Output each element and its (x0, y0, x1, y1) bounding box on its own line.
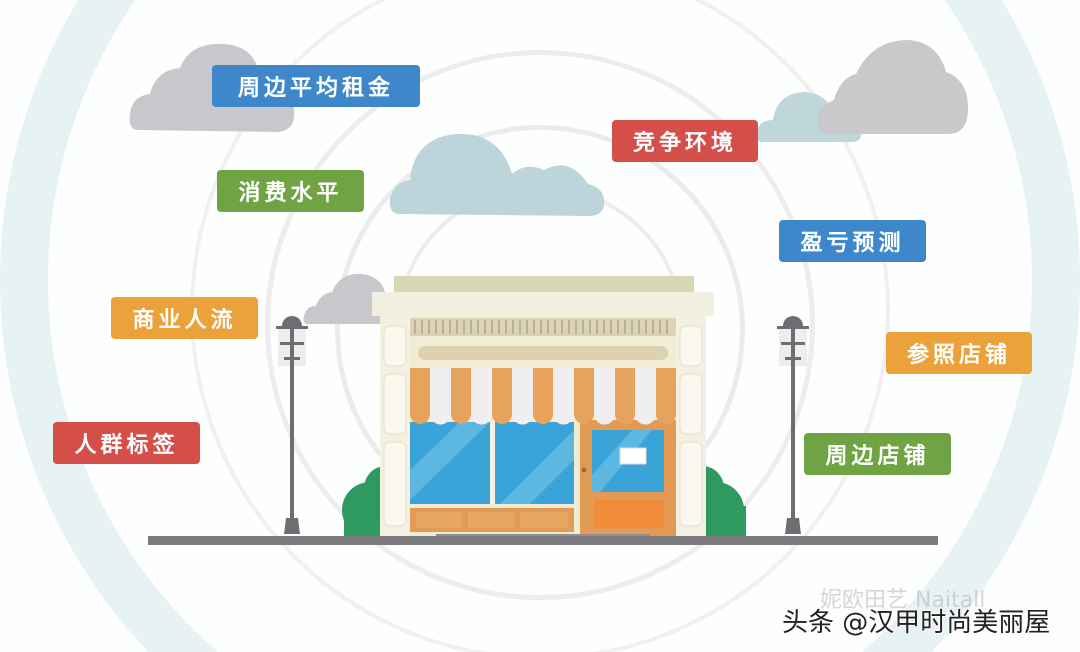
street-lamp-icon (276, 316, 308, 534)
tag-label: 消费水平 (238, 181, 343, 206)
tag-label: 周边平均租金 (237, 76, 394, 101)
street-lamp-icon (777, 316, 809, 534)
tag-rent: 周边平均租金 (212, 65, 420, 107)
cloud-icon (818, 40, 968, 134)
ground-line (148, 536, 938, 545)
tag-crowd: 人群标签 (53, 422, 200, 464)
tag-reference: 参照店铺 (886, 332, 1032, 374)
tag-traffic: 商业人流 (111, 297, 258, 339)
tag-label: 参照店铺 (906, 343, 1011, 368)
tag-nearby: 周边店铺 (804, 433, 951, 475)
tag-profit: 盈亏预测 (779, 220, 926, 262)
tag-label: 商业人流 (132, 308, 237, 333)
tag-label: 周边店铺 (825, 444, 930, 469)
storefront-illustration (342, 276, 746, 540)
cloud-icon (303, 273, 390, 324)
watermark-main: 头条 @汉甲时尚美丽屋 (782, 608, 1051, 638)
tag-label: 人群标签 (74, 433, 179, 458)
tag-label: 盈亏预测 (800, 231, 905, 256)
tag-competition: 竞争环境 (612, 120, 758, 162)
cloud-icon (389, 133, 605, 216)
watermark-faded: 妮欧田艺 Naitall (820, 588, 986, 613)
inner-ring-2 (265, 50, 815, 600)
tag-label: 竞争环境 (632, 131, 737, 156)
tag-consumption: 消费水平 (217, 170, 364, 212)
